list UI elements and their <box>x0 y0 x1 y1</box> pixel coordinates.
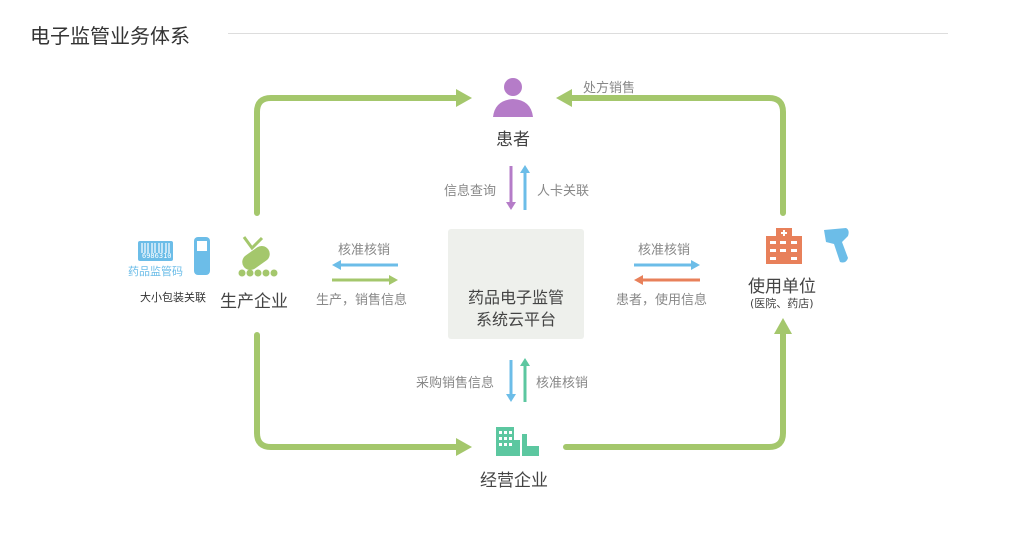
arrowhead-right <box>456 438 472 456</box>
pill-production-icon <box>238 236 278 277</box>
label-package-link: 大小包装关联 <box>140 291 206 304</box>
arrow-right-green <box>389 275 398 285</box>
label-drug-code: 药品监管码 <box>128 265 183 278</box>
title-divider <box>228 33 948 34</box>
platform-label: 药品电子监管 系统云平台 <box>448 287 584 331</box>
label-purchase-sales-info: 采购销售信息 <box>416 376 495 391</box>
node-user-unit-sub: (医院、药店) <box>750 297 814 310</box>
barcode-scanner-gun-icon <box>824 228 849 263</box>
arrow-left-orange <box>634 275 643 285</box>
arrow-left-blue <box>332 260 341 270</box>
node-producer: 生产企业 <box>220 292 288 312</box>
label-production-sales-info: 生产，销售信息 <box>316 293 408 308</box>
flow-unit-to-patient <box>567 95 786 216</box>
flow-producer-to-patient <box>254 95 461 216</box>
flow-distributor-to-unit <box>563 329 786 450</box>
arrowhead-right <box>456 89 472 107</box>
node-distributor: 经营企业 <box>480 471 548 491</box>
label-info-query: 信息查询 <box>444 184 497 199</box>
flow-producer-to-distributor <box>254 332 461 450</box>
platform-line-2: 系统云平台 <box>475 310 556 329</box>
arrow-down-purple <box>506 202 516 210</box>
arrow-up-teal <box>520 358 530 366</box>
arrowhead-up <box>774 318 792 334</box>
hospital-icon <box>766 228 802 264</box>
page-title: 电子监管业务体系 <box>30 24 190 48</box>
barcode-icon <box>138 241 173 261</box>
arrowhead-left <box>556 89 572 107</box>
patient-icon <box>493 78 533 117</box>
building-icon <box>496 427 539 456</box>
barcode-number: 6986310 <box>142 252 172 260</box>
handheld-scanner-icon <box>194 237 210 275</box>
platform-line-1: 药品电子监管 <box>467 288 564 307</box>
platform-box <box>448 229 584 339</box>
arrow-up-blue <box>520 165 530 173</box>
arrow-down-blue <box>506 394 516 402</box>
label-verify-left: 核准核销 <box>338 243 391 258</box>
label-prescription-sale: 处方销售 <box>583 81 636 96</box>
label-patient-usage-info: 患者，使用信息 <box>616 293 708 308</box>
node-patient: 患者 <box>496 130 530 150</box>
label-verify-bottom: 核准核销 <box>536 376 589 391</box>
node-user-unit: 使用单位 <box>748 277 816 297</box>
label-verify-right: 核准核销 <box>638 243 691 258</box>
arrow-right-blue <box>691 260 700 270</box>
label-person-card-link: 人卡关联 <box>537 184 590 199</box>
